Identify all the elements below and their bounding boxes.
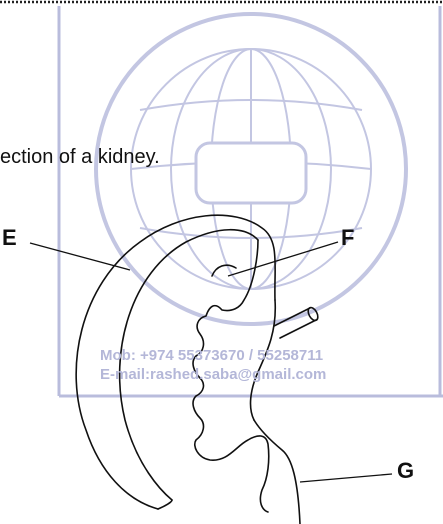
watermark-email: E-mail:rashed.saba@gmail.com	[100, 366, 326, 383]
leader-line-g	[300, 474, 392, 482]
watermark-center-box	[196, 143, 306, 203]
watermark-seal	[96, 14, 406, 324]
watermark-mobile: Mob: +974 55373670 / 55258711	[100, 347, 323, 364]
label-e: E	[2, 225, 17, 251]
label-f: F	[341, 225, 354, 251]
question-text: ection of a kidney.	[0, 146, 160, 169]
label-g: G	[397, 458, 414, 484]
leader-line-f	[228, 242, 338, 276]
